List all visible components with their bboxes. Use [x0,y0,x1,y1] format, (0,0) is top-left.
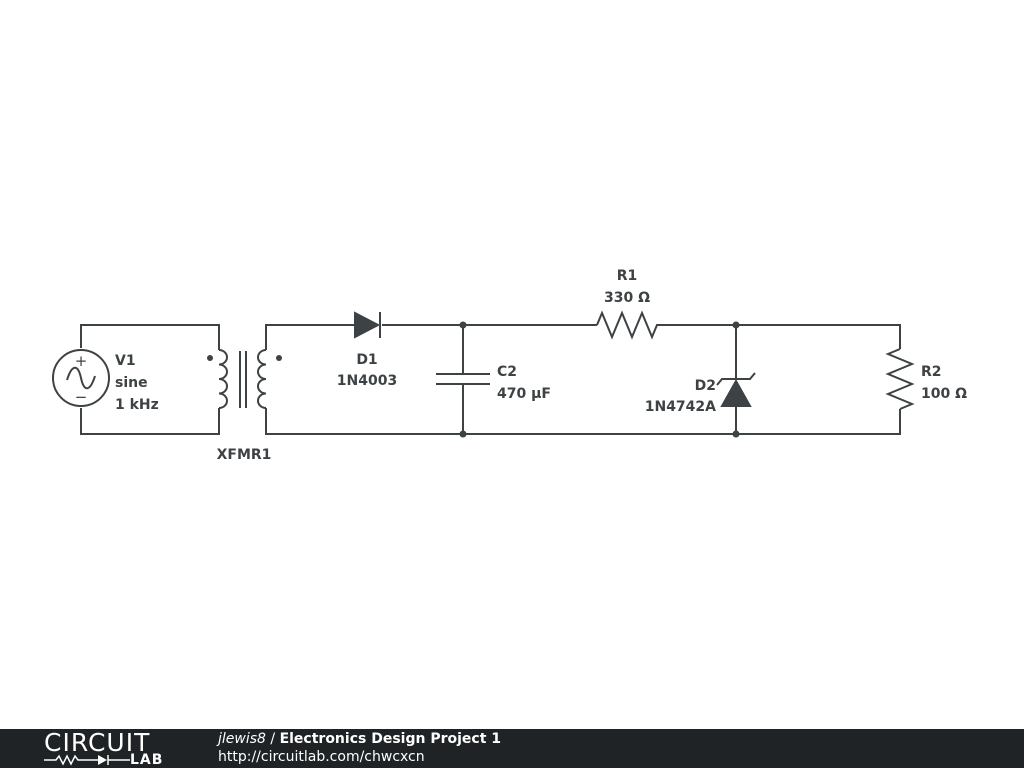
label-v1-type: sine [115,375,148,391]
junction-d2-top [732,321,740,329]
circuitlab-logo[interactable]: CIRCUIT LAB [44,729,184,768]
label-c2-ref: C2 [497,364,517,380]
transformer-primary-dot [207,355,213,361]
label-v1: V1 sine 1 kHz [115,353,159,413]
source-v1[interactable]: + − [52,349,110,407]
resistor-r1-zigzag [596,310,659,340]
sine-wave-icon [66,366,96,390]
resistor-r1[interactable] [596,310,659,340]
junction-c2-bottom [459,430,467,438]
wire-primary-bottom [80,408,220,435]
wire-secondary-top [265,324,354,350]
wires [80,324,901,435]
label-c2-value: 470 µF [497,386,551,402]
logo-wordmark-bottom: LAB [130,752,164,768]
source-v1-plus: + [75,352,88,370]
label-xfmr1-ref: XFMR1 [217,447,272,463]
zener-d2-triangle [720,378,752,407]
footer-project-title[interactable]: Electronics Design Project 1 [279,731,501,747]
zener-d2[interactable] [716,372,756,407]
junctions [459,321,740,438]
label-r1-ref: R1 [617,268,638,284]
transformer-xfmr1[interactable] [207,349,282,409]
junction-c2-top [459,321,467,329]
label-d1-ref: D1 [356,352,377,368]
wire-primary-top [80,324,220,350]
diode-d1[interactable] [354,311,381,339]
label-r2-ref: R2 [921,364,942,380]
label-v1-ref: V1 [115,353,136,369]
label-r2: R2 100 Ω [921,364,967,402]
footer-username-link[interactable]: jlewis8 [218,731,266,747]
zener-d2-bar [716,372,756,386]
transformer-secondary-dot [276,355,282,361]
label-d2-part: 1N4742A [645,399,716,415]
footer-separator: / [265,731,280,747]
transformer-primary-coil [218,349,228,409]
logo-circuit-glyph-icon [44,754,130,766]
wire-r1-to-r2 [659,324,901,349]
label-d2-ref: D2 [695,378,716,394]
resistor-r2-zigzag [885,348,915,410]
label-c2: C2 470 µF [497,364,551,402]
label-d2: D2 1N4742A [645,378,716,415]
capacitor-c2[interactable] [436,373,490,385]
label-v1-frequency: 1 kHz [115,397,159,413]
label-r1-value: 330 Ω [604,290,650,306]
diode-d1-triangle [354,311,381,339]
source-v1-circle [52,349,110,407]
resistor-r2[interactable] [885,348,915,410]
footer-url-link[interactable]: http://circuitlab.com/chwcxcn [218,749,425,765]
footer-bar: CIRCUIT LAB jlewis8 / Electronics Design… [0,729,1024,768]
footer-title-line: jlewis8 / Electronics Design Project 1 [218,731,501,747]
label-d1-part: 1N4003 [337,373,397,389]
label-r2-value: 100 Ω [921,386,967,402]
logo-wordmark-top: CIRCUIT [44,728,151,757]
junction-d2-bottom [732,430,740,438]
label-d1: D1 1N4003 [337,352,397,389]
source-v1-minus: − [75,388,88,406]
label-r1: R1 330 Ω [604,268,650,306]
wire-bottom-rail [265,408,901,435]
transformer-secondary-coil [257,349,267,409]
